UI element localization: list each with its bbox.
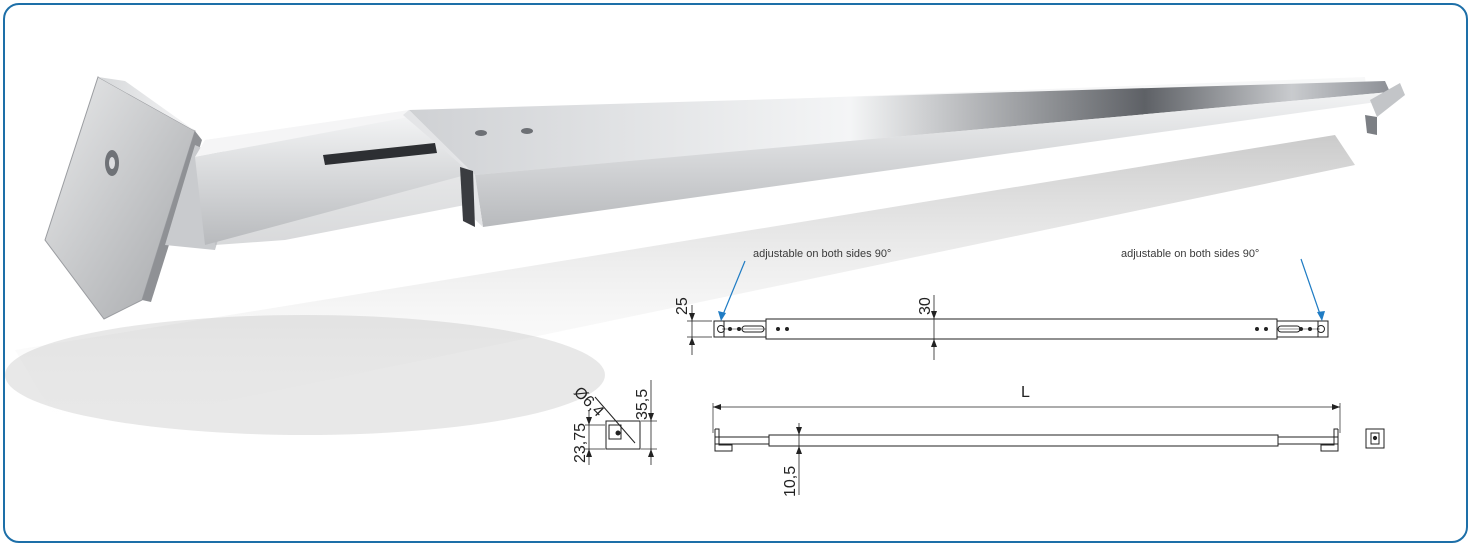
set-screw-icon bbox=[475, 130, 487, 136]
product-sheet-frame: adjustable on both sides 90° adjustable … bbox=[3, 3, 1468, 543]
end-view bbox=[1365, 428, 1385, 449]
callout-right-label: adjustable on both sides 90° bbox=[1121, 248, 1259, 260]
bracket-section-view bbox=[585, 380, 657, 465]
dim-top-view-height: 25 bbox=[674, 297, 691, 315]
technical-drawing bbox=[585, 295, 1385, 495]
product-illustration: adjustable on both sides 90° adjustable … bbox=[5, 76, 1405, 497]
dim-overall-length: L bbox=[1021, 384, 1030, 401]
top-view bbox=[687, 295, 1329, 360]
dim-bar-height: 10,5 bbox=[782, 466, 799, 497]
callout-left-label: adjustable on both sides 90° bbox=[753, 248, 891, 260]
dim-bracket-height: 35,5 bbox=[634, 389, 651, 420]
side-view bbox=[712, 403, 1385, 495]
floor-shadow bbox=[5, 135, 1355, 435]
callout-leaders bbox=[718, 258, 1325, 321]
dim-bar-width: 30 bbox=[917, 297, 934, 315]
set-screw-icon bbox=[521, 128, 533, 134]
dim-hole-diameter: Ø6,4 bbox=[570, 384, 607, 421]
dim-hole-offset: 23,75 bbox=[572, 423, 589, 463]
stabilizer-bar-render bbox=[44, 76, 1405, 320]
